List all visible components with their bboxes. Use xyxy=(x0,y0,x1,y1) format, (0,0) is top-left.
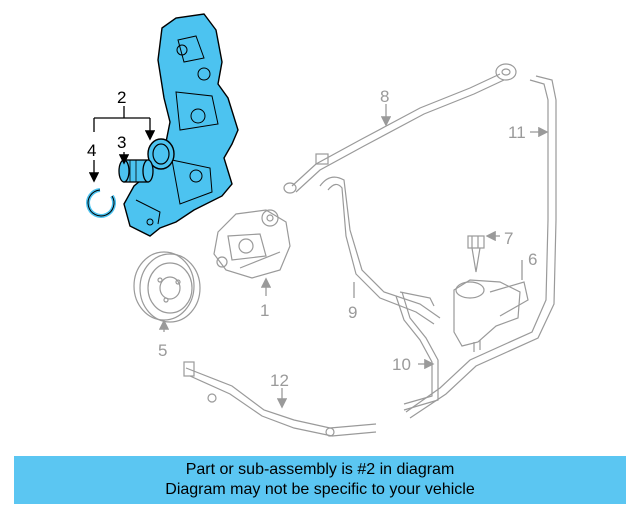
line-part-10 xyxy=(395,291,439,411)
callout-leaders-2-3-4 xyxy=(88,106,156,183)
callout-5: 5 xyxy=(158,341,167,360)
banner-line-1: Part or sub-assembly is #2 in diagram xyxy=(185,461,455,478)
callout-3: 3 xyxy=(117,133,126,152)
hose-part-9 xyxy=(319,176,441,325)
callout-9: 9 xyxy=(348,303,357,322)
info-banner: Part or sub-assembly is #2 in diagram Di… xyxy=(14,456,626,504)
line-part-12 xyxy=(183,361,377,437)
cap-part-7 xyxy=(467,230,500,273)
callout-6: 6 xyxy=(528,250,537,269)
reservoir-part-6 xyxy=(453,260,529,352)
pump-part-1 xyxy=(213,209,291,296)
callout-4: 4 xyxy=(87,141,96,160)
line-part-11 xyxy=(405,75,557,419)
callout-12: 12 xyxy=(270,371,289,390)
callout-1: 1 xyxy=(260,301,269,320)
pulley-part-5 xyxy=(133,251,201,332)
snap-ring-part-4 xyxy=(86,188,116,218)
callout-2: 2 xyxy=(117,88,126,107)
callout-11: 11 xyxy=(508,123,526,142)
callout-7: 7 xyxy=(504,229,513,248)
bushing-part-3 xyxy=(118,159,154,183)
bracket-part-2 xyxy=(123,13,239,237)
callout-10: 10 xyxy=(392,355,411,374)
hose-part-8 xyxy=(283,63,517,194)
banner-line-2: Diagram may not be specific to your vehi… xyxy=(165,481,475,498)
callout-8: 8 xyxy=(380,87,389,106)
